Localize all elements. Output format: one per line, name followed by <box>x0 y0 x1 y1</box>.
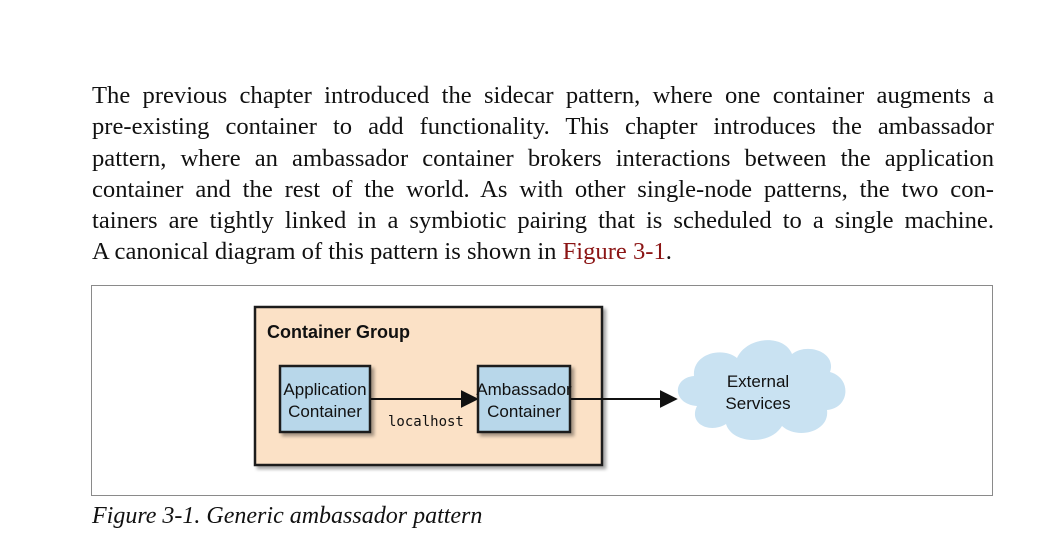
ambassador-diagram: Container Group Application Container lo… <box>253 305 846 467</box>
external-services-label-2: Services <box>725 394 790 413</box>
paragraph-line: The previous chapter introduced the side… <box>92 82 994 109</box>
application-container-label-2: Container <box>288 402 362 421</box>
container-group-label: Container Group <box>267 322 410 342</box>
body-paragraph: The previous chapter introduced the side… <box>92 80 994 268</box>
application-container-box <box>278 364 372 434</box>
figure-reference-link[interactable]: Figure 3-1 <box>562 238 666 266</box>
application-container-label-1: Application <box>283 380 366 399</box>
external-services-label-1: External <box>727 372 789 391</box>
paragraph-line: pre-existing container to add functional… <box>92 113 994 141</box>
localhost-label: localhost <box>388 414 464 430</box>
figure-frame: Container Group Application Container lo… <box>91 285 993 496</box>
external-services-cloud <box>677 340 846 441</box>
paragraph-line: container and the rest of the world. As … <box>92 175 994 203</box>
ambassador-container-label-1: Ambassador <box>476 380 572 399</box>
paragraph-line-last: A canonical diagram of this pattern is s… <box>92 236 994 267</box>
paragraph-period: . <box>665 238 672 266</box>
ambassador-container-box <box>476 364 572 434</box>
paragraph-text: A canonical diagram of this pattern is s… <box>92 238 563 266</box>
paragraph-line: tainers are tightly linked in a symbioti… <box>92 207 994 235</box>
ambassador-container-label-2: Container <box>487 402 561 421</box>
figure-caption: Figure 3-1. Generic ambassador pattern <box>92 503 483 529</box>
paragraph-line: pattern, where an ambassador container b… <box>92 144 994 172</box>
